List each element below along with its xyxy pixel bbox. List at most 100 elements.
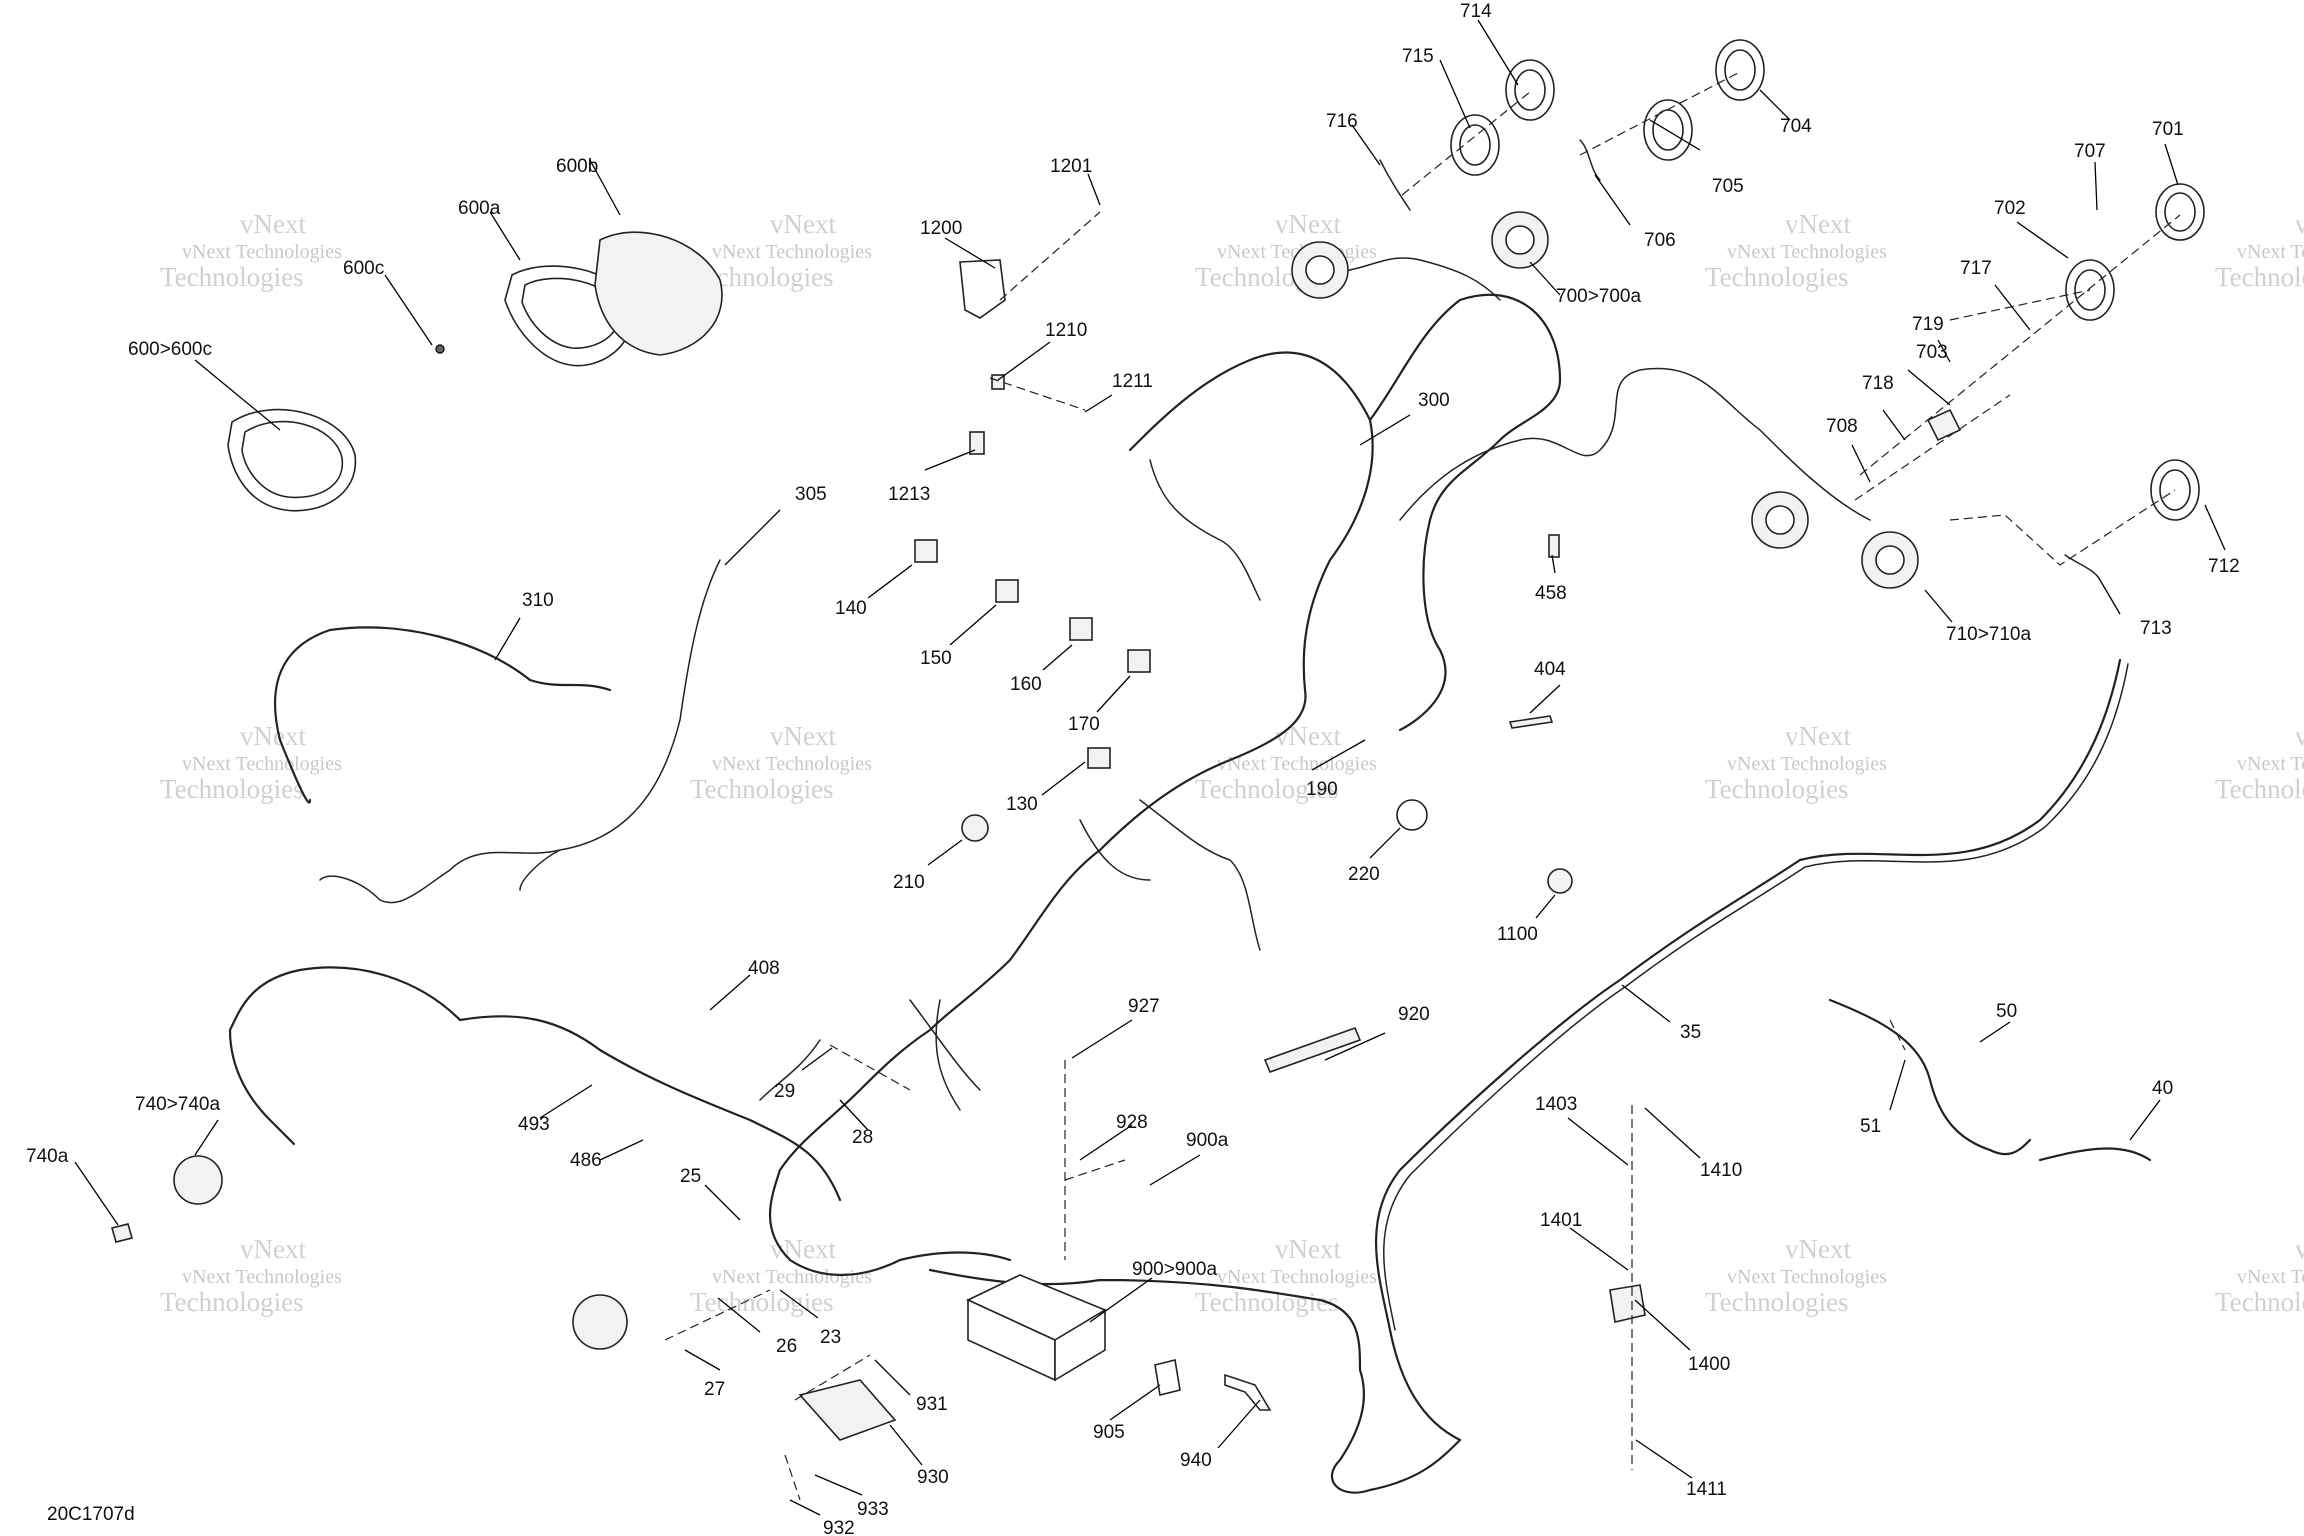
bracket-905: [1154, 1359, 1181, 1396]
svg-text:Technologies: Technologies: [1705, 262, 1849, 292]
screw-600c: [435, 344, 445, 354]
part-label: 486: [570, 1150, 602, 1171]
wiring: [228, 257, 2152, 1494]
bracket-940: [1224, 1373, 1272, 1411]
svg-text:vNext: vNext: [1785, 209, 1851, 239]
main-harness-300-branch: [1399, 367, 1871, 521]
part-label: 130: [1006, 794, 1038, 815]
svg-text:Technologies: Technologies: [2215, 1287, 2304, 1317]
svg-text:Technologies: Technologies: [1705, 1287, 1849, 1317]
harness-35-sheath: [1383, 663, 2129, 1331]
part-label: 1100: [1497, 924, 1538, 945]
part-label: 927: [1128, 996, 1160, 1017]
part-label: 1401: [1540, 1210, 1582, 1231]
watermark: vNext vNext Technologies Technologies: [160, 721, 342, 804]
bracket-1200: [959, 259, 1006, 319]
watermark: vNext vNext Technologies Technologies: [160, 209, 342, 292]
svg-text:vNext Technologies: vNext Technologies: [1217, 753, 1377, 775]
cable-40: [2038, 1147, 2152, 1162]
part-label: 160: [1010, 674, 1042, 695]
front-harness: [228, 966, 462, 1146]
part-label: 210: [893, 872, 925, 893]
part-label: 701: [2152, 119, 2184, 140]
svg-text:vNext: vNext: [1785, 1234, 1851, 1264]
part-label: 933: [857, 1499, 889, 1520]
gauge-bezel-600-600c: [227, 408, 357, 512]
part-label: 719: [1912, 314, 1944, 335]
svg-text:Technologies: Technologies: [1705, 774, 1849, 804]
part-label: 712: [2208, 556, 2240, 577]
watermark: vNext vNext Technologies Technologies: [160, 1234, 342, 1317]
speaker-left: [1291, 241, 1349, 299]
part-label: 1210: [1045, 320, 1087, 341]
strap-920: [1263, 1026, 1362, 1074]
relay-160: [1069, 617, 1093, 641]
svg-text:vNext Technologies: vNext Technologies: [1727, 241, 1887, 263]
cable-50: [1828, 998, 2032, 1156]
svg-text:vNext: vNext: [2295, 721, 2304, 751]
part-label: 150: [920, 648, 952, 669]
diagram-code: 20C1707d: [47, 1504, 135, 1525]
alignment-lines: [664, 71, 2181, 1501]
part-label: 705: [1712, 176, 1744, 197]
part-label: 27: [704, 1379, 725, 1400]
relay-140: [914, 539, 938, 563]
part-label: 931: [916, 1394, 948, 1415]
sensor-1100: [1547, 868, 1573, 894]
part-label: 35: [1680, 1022, 1701, 1043]
main-harness-300-branch: [1149, 459, 1261, 601]
bracket-716: [1379, 159, 1411, 211]
svg-text:Technologies: Technologies: [160, 774, 304, 804]
svg-text:vNext: vNext: [1275, 721, 1341, 751]
part-label: 940: [1180, 1450, 1212, 1471]
part-label: 708: [1826, 416, 1858, 437]
part-label: 703: [1916, 342, 1948, 363]
svg-text:Technologies: Technologies: [160, 262, 304, 292]
part-label: 704: [1780, 116, 1812, 137]
part-label: 458: [1535, 583, 1567, 604]
svg-text:vNext Technologies: vNext Technologies: [1217, 1266, 1377, 1288]
main-harness-300-branch: [759, 1039, 821, 1101]
watermark: vNext vNext Technologies Technologies: [1705, 721, 1887, 804]
svg-text:vNext: vNext: [1275, 209, 1341, 239]
svg-text:vNext: vNext: [2295, 209, 2304, 239]
part-label: 1213: [888, 484, 930, 505]
svg-text:vNext: vNext: [240, 721, 306, 751]
svg-text:Technologies: Technologies: [2215, 262, 2304, 292]
svg-text:vNext Technologies: vNext Technologies: [1727, 753, 1887, 775]
bracket-703: [1926, 408, 1962, 442]
part-label: 51: [1860, 1116, 1881, 1137]
watermark: vNext vNext Technologies Technologies: [690, 721, 872, 804]
svg-text:vNext: vNext: [2295, 1234, 2304, 1264]
part-label: 1400: [1688, 1354, 1730, 1375]
part-label: 706: [1644, 230, 1676, 251]
svg-text:Technologies: Technologies: [690, 1287, 834, 1317]
watermark: vNext vNext Technologies Technologies: [2215, 721, 2304, 804]
main-harness-300-branch: [1139, 799, 1261, 951]
relay-150: [995, 579, 1019, 603]
speaker-mount-701: [2155, 183, 2205, 241]
part-label: 23: [820, 1327, 841, 1348]
front-harness: [458, 1015, 842, 1202]
harness-305: [319, 559, 721, 904]
svg-text:vNext Technologies: vNext Technologies: [182, 753, 342, 775]
main-harness-300-branch: [935, 999, 961, 1111]
svg-text:vNext: vNext: [770, 209, 836, 239]
part-label: 715: [1402, 46, 1434, 67]
part-label: 404: [1534, 659, 1566, 680]
module-930: [798, 1379, 897, 1441]
connector-458: [1548, 534, 1560, 558]
svg-text:vNext Technologies: vNext Technologies: [1727, 1266, 1887, 1288]
watermark: vNext vNext Technologies Technologies: [1705, 209, 1887, 292]
part-label: 714: [1460, 1, 1492, 22]
main-harness-300-branch: [909, 999, 981, 1091]
part-labels: 714 715 704 716 705 1201 600b 600a 1200 …: [26, 1, 2240, 1536]
pin-404: [1508, 715, 1554, 729]
watermark: vNext vNext Technologies Technologies: [1705, 1234, 1887, 1317]
svg-text:vNext Technologies: vNext Technologies: [712, 241, 872, 263]
part-label: 600c: [343, 258, 384, 279]
bracket-706: [1579, 139, 1601, 181]
part-label: 713: [2140, 618, 2172, 639]
part-label: 1403: [1535, 1094, 1577, 1115]
